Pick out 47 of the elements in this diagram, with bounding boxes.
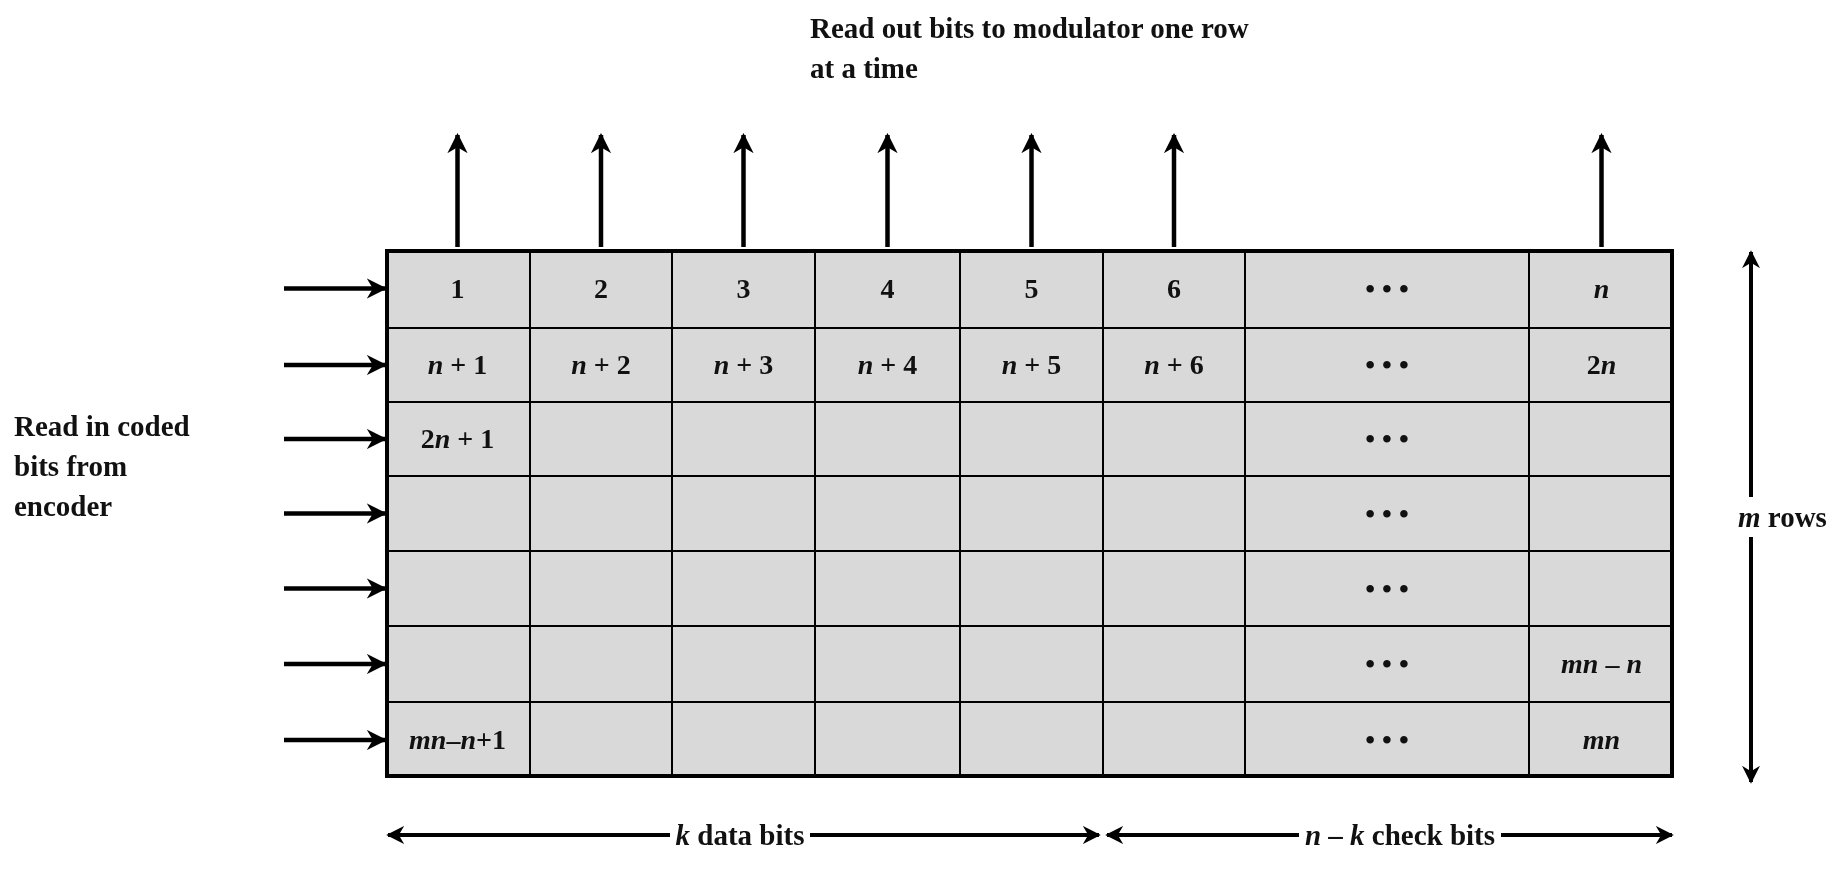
table-cell: • • •: [1245, 402, 1529, 476]
arrow: [284, 729, 388, 751]
table-cell: [672, 402, 815, 476]
table-cell: [1103, 402, 1245, 476]
table-cell: n + 3: [672, 328, 815, 402]
table-cell: [960, 402, 1103, 476]
annotation-text: Read in coded bits from encoder: [14, 409, 191, 524]
arrow: [877, 133, 898, 247]
table-cell: [530, 551, 672, 626]
table-cell: [960, 476, 1103, 551]
arrow: [284, 578, 388, 599]
table-cell: [1103, 476, 1245, 551]
table-cell: • • •: [1245, 328, 1529, 402]
arrow: [284, 354, 388, 376]
table-cell: [672, 476, 815, 551]
arrow: [284, 428, 388, 450]
table-cell: [530, 626, 672, 702]
table-cell: [1103, 551, 1245, 626]
arrow: [1021, 133, 1042, 247]
table-cell: n + 5: [960, 328, 1103, 402]
table-cell: [1103, 626, 1245, 702]
table-cell: [960, 551, 1103, 626]
arrow: [284, 503, 388, 524]
table-cell: [960, 626, 1103, 702]
table-cell: [530, 476, 672, 551]
table-cell: [530, 402, 672, 476]
arrow: [1591, 133, 1612, 247]
annotation-text: Read out bits to modulator one row at a time: [810, 11, 1250, 86]
table-cell: [815, 551, 960, 626]
arrow: [447, 133, 468, 247]
table-cell: n + 6: [1103, 328, 1245, 402]
table-cell: n + 2: [530, 328, 672, 402]
arrow: [284, 653, 388, 675]
table-cell: [815, 626, 960, 702]
table-cell: • • •: [1245, 476, 1529, 551]
arrow: [284, 278, 388, 299]
table-cell: • • •: [1245, 551, 1529, 626]
arrow: [1163, 133, 1185, 247]
table-cell: • • •: [1245, 626, 1529, 702]
arrow: [733, 133, 754, 247]
table-cell: [672, 626, 815, 702]
arrow: [590, 133, 612, 247]
table-grid: [385, 249, 1674, 778]
table-cell: [815, 476, 960, 551]
table-cell: n + 4: [815, 328, 960, 402]
table-cell: [672, 551, 815, 626]
table-cell: [815, 402, 960, 476]
